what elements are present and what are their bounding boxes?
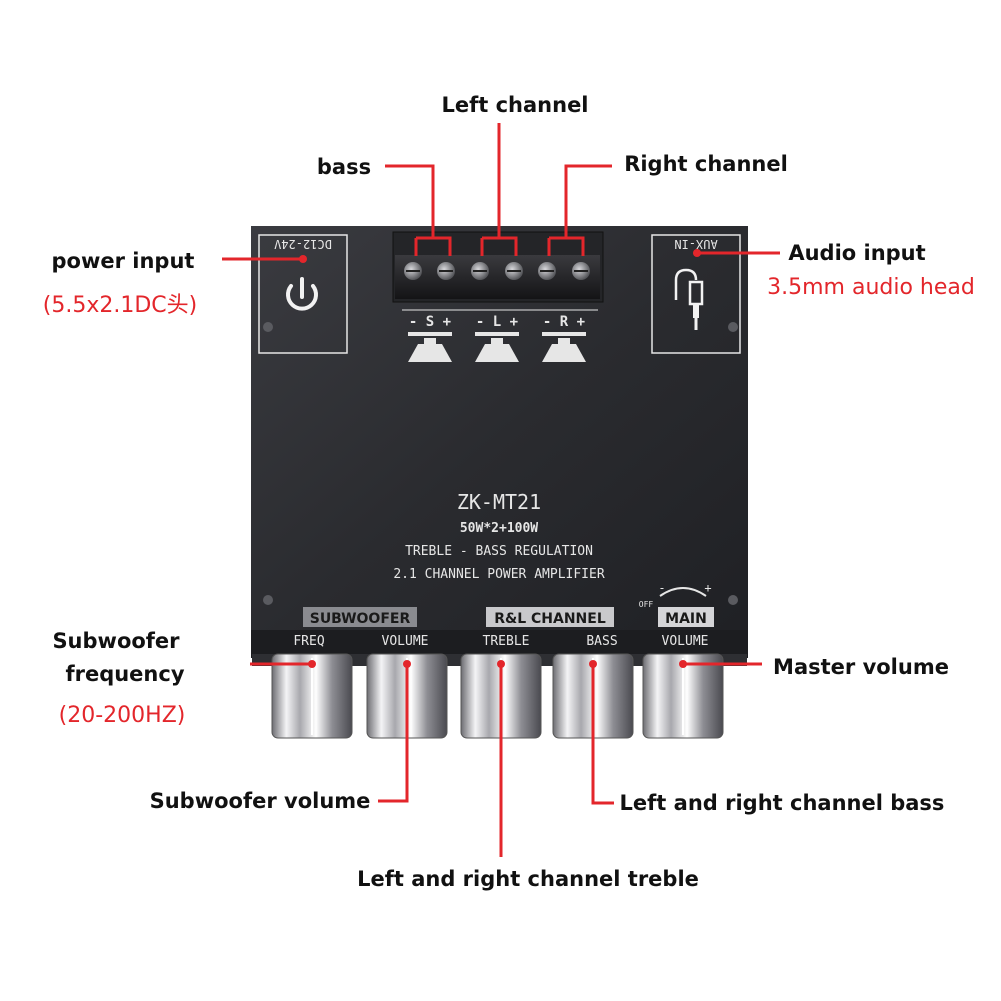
power-input-callout: power input (52, 249, 195, 273)
terminal-label-s: - S + (409, 314, 451, 330)
terminal-screw (505, 262, 523, 280)
feature-line-2: 2.1 CHANNEL POWER AMPLIFIER (393, 567, 604, 582)
audio-input-subtitle: 3.5mm audio head (767, 275, 975, 300)
terminal-screw (404, 262, 422, 280)
rl-channel-badge-text: R&L CHANNEL (494, 611, 606, 627)
subwoofer-frequency-subtitle: (20-200HZ) (59, 703, 186, 728)
subwoofer-badge-text: SUBWOOFER (310, 611, 411, 627)
freq-knob[interactable] (271, 653, 353, 739)
knob-label-treble: TREBLE (483, 634, 530, 649)
callout-leaders (222, 123, 780, 857)
power-rating: 50W*2+100W (460, 521, 538, 536)
bass-callout: bass (317, 155, 371, 179)
knob-label-main-volume: VOLUME (662, 634, 709, 649)
terminal-label-r: - R + (543, 314, 585, 330)
power-icon (286, 277, 318, 311)
mounting-screw (263, 595, 273, 605)
knob-label-bass: BASS (586, 634, 617, 649)
terminal-label-l: - L + (476, 314, 518, 330)
mounting-screw (728, 595, 738, 605)
terminal-screws (404, 262, 590, 280)
lr-bass-callout: Left and right channel bass (620, 791, 945, 815)
off-label: OFF (639, 600, 654, 609)
mounting-screw (263, 322, 273, 332)
speaker-icon (408, 332, 452, 362)
headphone-jack-icon (674, 268, 704, 330)
subwoofer-badge: SUBWOOFER (303, 607, 417, 627)
main-badge: MAIN OFF - + (639, 581, 714, 627)
knob-label-sub-volume: VOLUME (382, 634, 429, 649)
minus-label: - (658, 581, 665, 595)
power-input-subtitle: (5.5x2.1DC头) (43, 293, 197, 318)
subwoofer-volume-callout: Subwoofer volume (150, 789, 371, 813)
master-volume-callout: Master volume (773, 655, 949, 679)
rl-channel-badge: R&L CHANNEL (486, 607, 614, 627)
main-volume-knob[interactable] (642, 653, 724, 739)
subwoofer-frequency-callout-line1: Subwoofer (52, 629, 180, 653)
volume-arc-icon (659, 587, 707, 597)
model-label: ZK-MT21 (457, 490, 541, 514)
left-channel-callout: Left channel (441, 93, 588, 117)
audio-input-callout: Audio input (788, 241, 925, 265)
right-channel-callout: Right channel (624, 152, 788, 176)
feature-line-1: TREBLE - BASS REGULATION (405, 544, 593, 559)
terminal-screw (437, 262, 455, 280)
speaker-icon (542, 332, 586, 362)
dc-voltage-label: DC12-24V (274, 237, 332, 251)
main-badge-text: MAIN (665, 611, 707, 627)
plus-label: + (704, 581, 711, 595)
aux-in-box: AUX-IN (651, 234, 741, 354)
terminal-screw (471, 262, 489, 280)
terminal-screw (572, 262, 590, 280)
lr-treble-callout: Left and right channel treble (357, 867, 699, 891)
terminal-screw (538, 262, 556, 280)
dc-power-box: DC12-24V (258, 234, 348, 354)
speaker-icon (475, 332, 519, 362)
mounting-screw (728, 322, 738, 332)
knob-label-freq: FREQ (293, 634, 324, 649)
aux-in-label: AUX-IN (674, 237, 717, 251)
speaker-terminal-block: - S + - L + - R + (395, 255, 600, 362)
subwoofer-frequency-callout-line2: frequency (65, 662, 184, 686)
